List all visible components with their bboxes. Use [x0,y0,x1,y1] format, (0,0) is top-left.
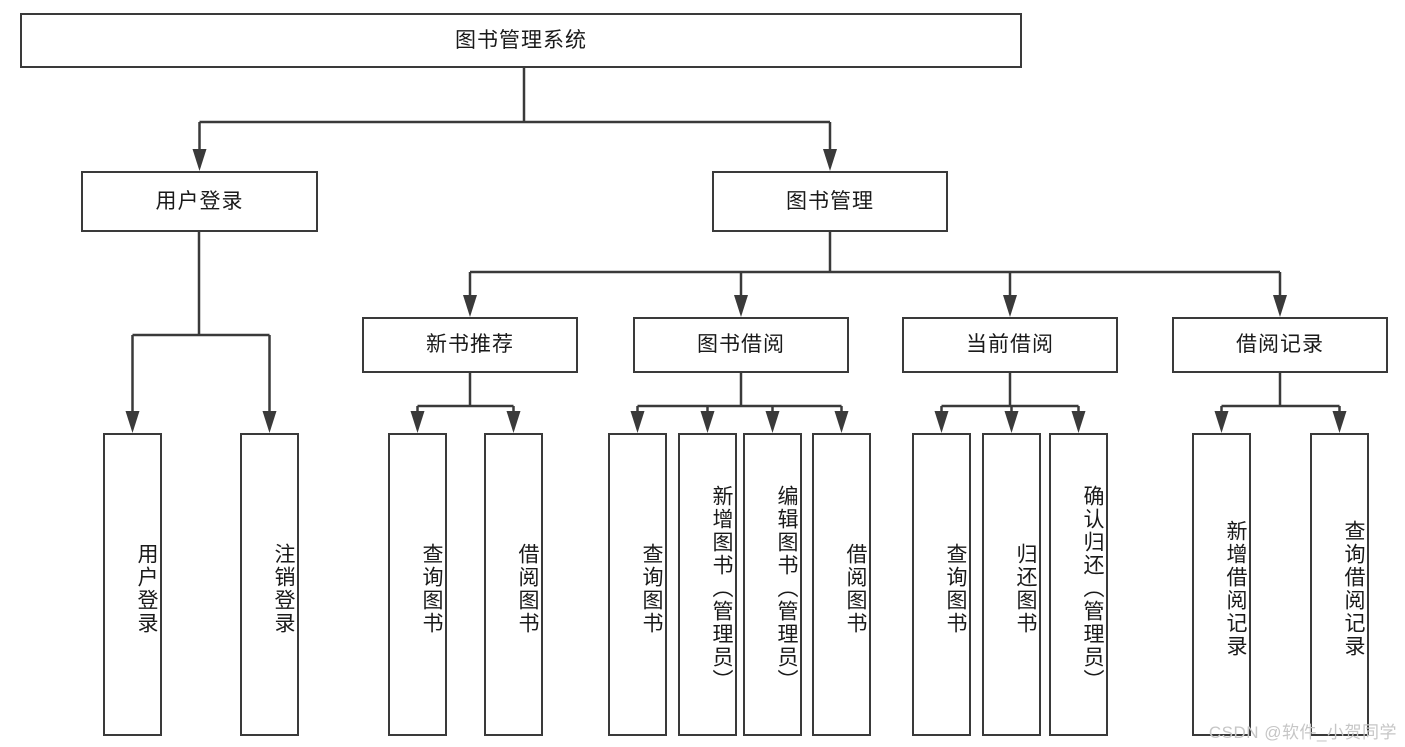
node-leaf-leaf-edit-book: 编辑图书（管理员） [743,433,802,736]
node-label: 用户登录 [135,542,158,635]
node-leaf-leaf-user-logout: 注销登录 [240,433,299,736]
node-label: 查询图书 [944,542,967,635]
node-leaf-leaf-query-book-1: 查询图书 [388,433,447,736]
node-level2-user-login: 用户登录 [81,171,318,232]
node-label: 用户登录 [155,189,244,213]
node-level3-borrow-record: 借阅记录 [1172,317,1388,373]
node-root: 图书管理系统 [20,13,1022,68]
node-level3-book-borrow: 图书借阅 [633,317,849,373]
node-leaf-leaf-query-book-2: 查询图书 [608,433,667,736]
node-label: 借阅记录 [1236,333,1324,357]
node-label: 新增图书（管理员） [710,485,733,692]
node-label: 当前借阅 [966,333,1054,357]
node-leaf-leaf-borrow-book-1: 借阅图书 [484,433,543,736]
node-leaf-leaf-borrow-book-2: 借阅图书 [812,433,871,736]
node-level2-book-manage: 图书管理 [712,171,948,232]
node-label: 图书借阅 [697,333,785,357]
node-label: 新书推荐 [426,333,514,357]
node-label: 归还图书 [1014,542,1037,635]
node-leaf-leaf-user-login: 用户登录 [103,433,162,736]
node-label: 查询图书 [420,542,443,635]
node-label: 借阅图书 [844,542,867,635]
node-leaf-leaf-add-record: 新增借阅记录 [1192,433,1251,736]
node-label: 编辑图书（管理员） [775,485,798,692]
node-label: 借阅图书 [516,542,539,635]
node-label: 查询借阅记录 [1342,519,1365,658]
node-leaf-leaf-confirm-return: 确认归还（管理员） [1049,433,1108,736]
node-leaf-leaf-add-book: 新增图书（管理员） [678,433,737,736]
node-label: 图书管理系统 [455,28,587,52]
node-label: 注销登录 [272,542,295,635]
node-leaf-leaf-query-record: 查询借阅记录 [1310,433,1369,736]
node-label: 确认归还（管理员） [1081,485,1104,692]
node-label: 查询图书 [640,542,663,635]
node-level3-current-borrow: 当前借阅 [902,317,1118,373]
node-leaf-leaf-query-book-3: 查询图书 [912,433,971,736]
node-level3-new-book-recommend: 新书推荐 [362,317,578,373]
node-label: 新增借阅记录 [1224,519,1247,658]
node-label: 图书管理 [786,189,874,213]
node-leaf-leaf-return-book: 归还图书 [982,433,1041,736]
watermark: CSDN @软件_小贺同学 [1208,723,1397,742]
